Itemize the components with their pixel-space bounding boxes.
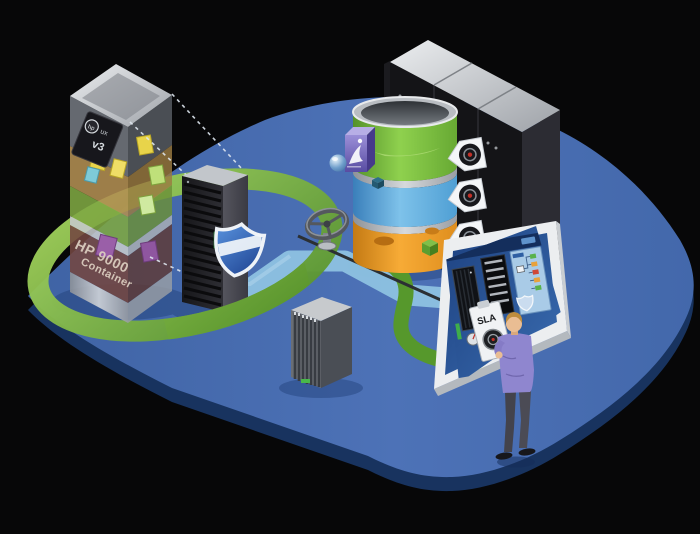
tower-top-inset — [82, 73, 160, 120]
legacy-tower: hp ux v3 HP 9000 Container — [70, 64, 172, 323]
chassis-side-face — [321, 307, 352, 388]
chassis-top-face — [291, 297, 352, 321]
software-box-icon — [345, 127, 375, 172]
cylinder-opening — [361, 101, 449, 125]
person-shadow — [497, 456, 535, 468]
badge-product: ux — [99, 128, 109, 137]
person-torso — [498, 333, 534, 393]
person-hand — [495, 351, 503, 359]
person-shoe — [518, 448, 536, 456]
person-leg — [504, 392, 516, 452]
hp-logo-text: hp — [87, 124, 96, 132]
hpux-badge: hp ux v3 — [71, 111, 124, 168]
migration-dashed-line — [171, 93, 244, 171]
chassis-blades — [293, 313, 321, 387]
sla-label: SLA — [476, 312, 497, 327]
disk-callout-icon — [447, 136, 487, 172]
blade-chassis — [291, 297, 352, 388]
chassis-green-led — [301, 379, 310, 383]
topology-root-node — [516, 265, 525, 274]
person-leg — [519, 391, 531, 448]
screen-header-chip — [521, 236, 536, 245]
valve-icon — [304, 207, 350, 251]
screen-topology-panel — [509, 246, 552, 316]
server-top-face — [182, 165, 248, 186]
security-shield-icon — [214, 222, 267, 278]
screen-shield-icon — [515, 294, 534, 312]
disk-callout-icon — [447, 177, 487, 213]
chassis-leds — [294, 312, 316, 322]
storage-tier-green — [353, 112, 457, 181]
person-neck — [511, 329, 518, 335]
sphere-icon — [329, 154, 347, 172]
storage-chunks — [372, 177, 439, 256]
adaptive-loop-front-arc — [158, 263, 319, 342]
server-screw — [186, 180, 190, 184]
person-head — [506, 316, 522, 332]
badge-version: v3 — [90, 138, 106, 154]
swoosh-figure-icon — [349, 145, 363, 164]
screen-green-bar — [455, 323, 462, 340]
person-hair — [505, 312, 523, 323]
person-shoe — [495, 452, 513, 460]
workload-cards — [83, 134, 167, 263]
migration-dashed-line — [129, 121, 201, 189]
hp-logo-icon — [84, 119, 99, 134]
operator-person — [494, 312, 536, 468]
storage-cylinder — [352, 96, 458, 273]
cabinet-tops — [390, 40, 560, 132]
